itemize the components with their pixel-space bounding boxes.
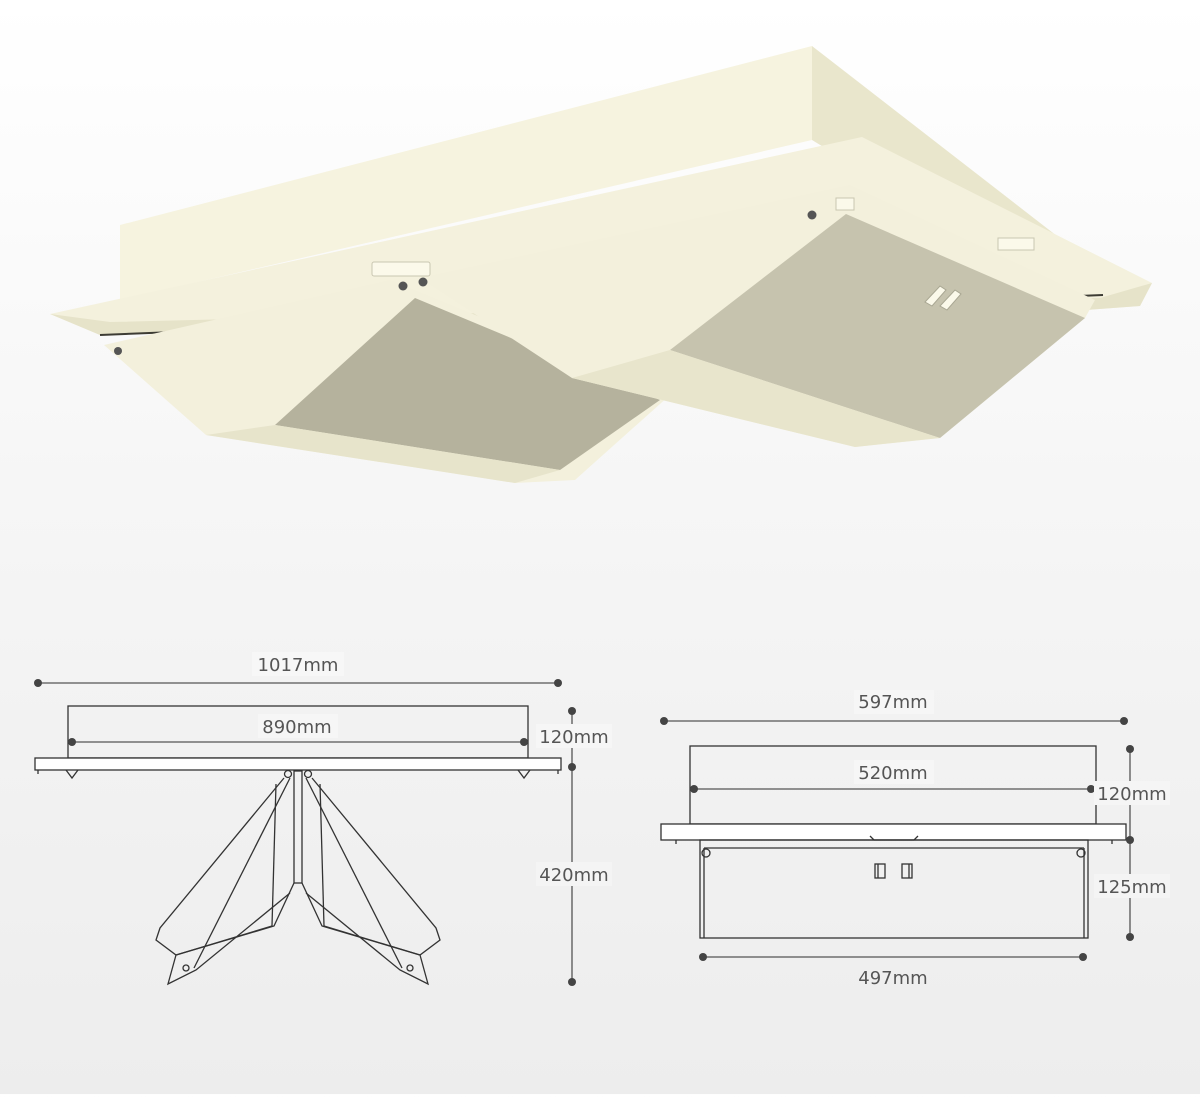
side-width-bottom-label: 497mm <box>858 968 927 989</box>
left-panel-inner-light <box>206 425 560 483</box>
center-hinge <box>371 261 431 277</box>
front-width-total-label: 1017mm <box>258 655 339 676</box>
front-view-drawing <box>34 705 562 986</box>
latch-left <box>874 863 886 879</box>
product-render <box>50 46 1152 483</box>
latch-right <box>901 863 913 879</box>
dimension-lines <box>34 679 1134 986</box>
dimension-labels: 1017mm 890mm 120mm 420mm 597mm 520mm 120… <box>252 652 1170 989</box>
front-flange <box>34 757 562 771</box>
left-panel-inner-shade <box>275 298 660 470</box>
front-right-flap <box>301 777 441 956</box>
side-width-total-label: 597mm <box>858 692 927 713</box>
screw-hole <box>418 277 428 287</box>
side-height-lower-label: 125mm <box>1097 877 1166 898</box>
side-flange <box>660 823 1127 841</box>
side-view-drawing <box>660 745 1127 939</box>
latch <box>924 285 962 311</box>
screw-hole <box>807 210 817 220</box>
right-hinge <box>835 197 855 211</box>
side-clip <box>997 237 1035 251</box>
right-panel-shade <box>670 214 1085 438</box>
side-width-inner-label: 520mm <box>858 763 927 784</box>
front-left-flap <box>155 777 295 956</box>
right-panel-bottom <box>572 350 940 447</box>
housing-front <box>120 46 812 300</box>
front-center-post <box>293 770 303 884</box>
front-height-open-label: 420mm <box>539 865 608 886</box>
front-height-box-label: 120mm <box>539 727 608 748</box>
screw-hole <box>114 347 122 355</box>
front-width-inner-label: 890mm <box>262 717 331 738</box>
side-height-box-label: 120mm <box>1097 784 1166 805</box>
side-lower-box <box>699 839 1089 939</box>
side-housing <box>689 745 1097 825</box>
screw-hole <box>398 281 408 291</box>
